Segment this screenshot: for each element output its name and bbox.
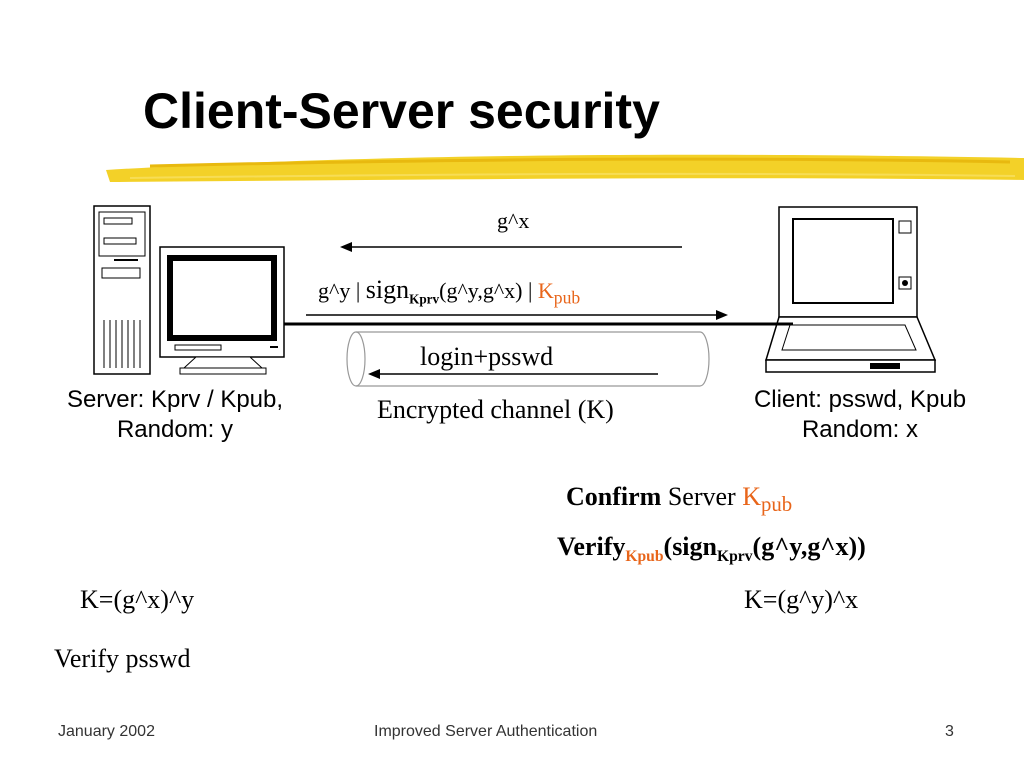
server-label: Server: Kprv / Kpub, Random: y <box>30 385 320 445</box>
confirm-k: K <box>742 482 761 511</box>
client-random: Random: x <box>801 416 919 443</box>
server-key-derivation: K=(g^x)^y <box>80 585 195 614</box>
confirm-server-text: Confirm Server Kpub <box>566 482 792 517</box>
client-key-derivation: K=(g^y)^x <box>744 585 859 614</box>
verify-args: (g^y,g^x)) <box>752 532 866 561</box>
server-random: Random: y <box>116 416 234 443</box>
arrow-msg2 <box>306 310 728 320</box>
verify-signature-text: VerifyKpub(signKprv(g^y,g^x)) <box>557 532 866 566</box>
verify-open: ( <box>663 532 673 561</box>
server-keys: Server: Kprv / Kpub, <box>66 386 284 413</box>
slide-title: Client-Server security <box>143 83 660 139</box>
confirm-word: Confirm <box>566 482 662 511</box>
footer-topic: Improved Server Authentication <box>374 723 598 740</box>
msg2-k-sub: pub <box>553 287 581 308</box>
msg2-separator-2: | <box>522 278 538 303</box>
confirm-k-sub: pub <box>760 493 793 517</box>
message-3-label: login+psswd <box>420 342 554 371</box>
client-label: Client: psswd, Kpub Random: x <box>720 385 1000 445</box>
msg2-gy: g^y <box>318 278 351 303</box>
msg2-args: (g^y,g^x) <box>439 278 523 303</box>
client-keys: Client: psswd, Kpub <box>753 386 967 413</box>
message-2-label: g^y | signKprv(g^y,g^x) | Kpub <box>318 275 580 308</box>
footer-date: January 2002 <box>58 723 155 740</box>
confirm-rest: Server <box>661 482 743 511</box>
arrow-msg3 <box>368 369 658 379</box>
verify-sign-sub: Kprv <box>717 548 753 566</box>
client-laptop-icon <box>764 206 937 373</box>
message-1-label: g^x <box>497 208 530 233</box>
msg2-k: K <box>537 278 554 303</box>
verify-sign: sign <box>672 532 717 561</box>
encrypted-channel-label: Encrypted channel (K) <box>377 395 614 424</box>
server-verify-psswd: Verify psswd <box>54 644 191 673</box>
msg2-sign: sign <box>365 275 410 304</box>
server-computer-icon <box>93 205 285 375</box>
title-highlight-stroke <box>106 154 1024 182</box>
footer-page-number: 3 <box>945 723 954 740</box>
encrypted-channel-tube <box>346 331 710 387</box>
msg2-separator: | <box>350 278 366 303</box>
verify-sub: Kpub <box>625 548 664 566</box>
arrow-msg1 <box>340 242 682 252</box>
verify-word: Verify <box>557 532 626 561</box>
msg2-sign-sub: Kprv <box>409 291 440 307</box>
